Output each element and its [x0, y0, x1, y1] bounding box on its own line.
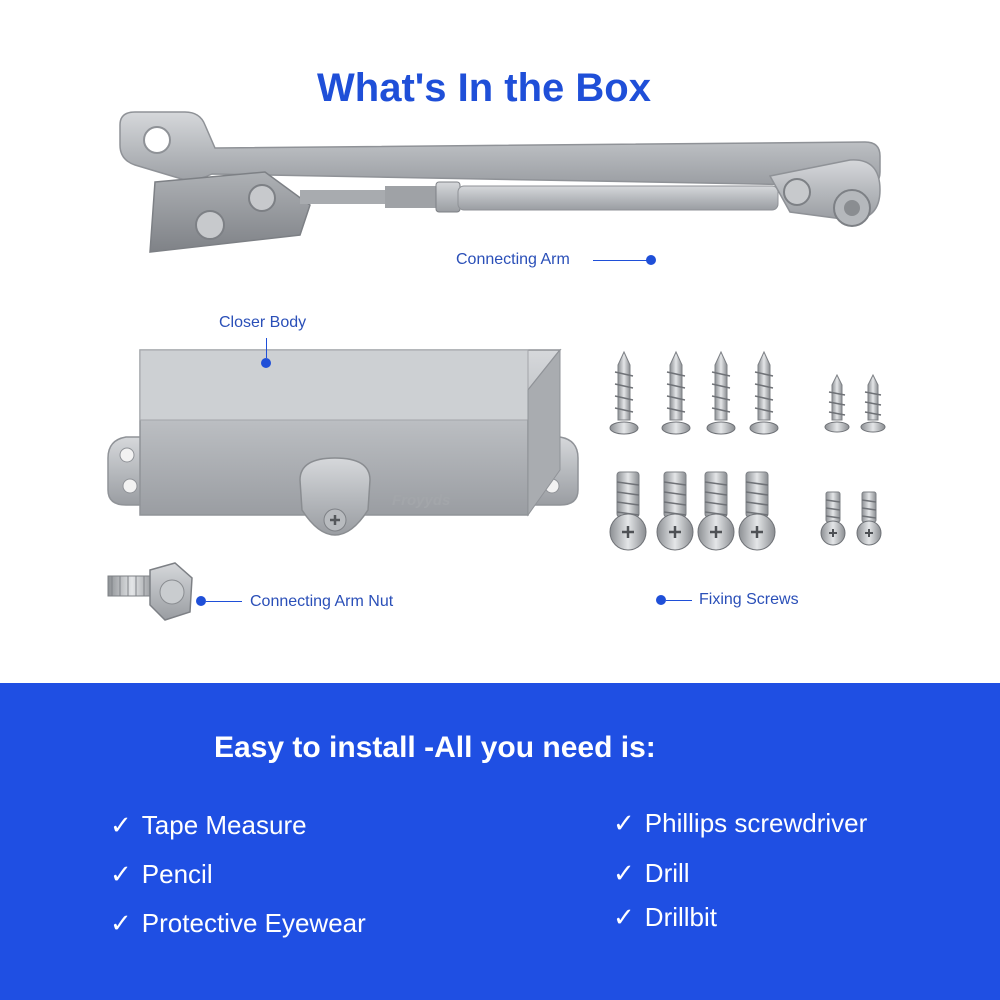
connecting-arm-nut-label: Connecting Arm Nut [250, 593, 394, 610]
check-icon: ✓ [613, 858, 635, 888]
fixing-screws-image [609, 350, 886, 552]
list-item: ✓ Phillips screwdriver [613, 808, 867, 839]
connecting-arm-nut-image [107, 562, 193, 621]
connecting-arm-nut-leader-line [206, 601, 242, 602]
product-illustration: Froyyds [107, 111, 886, 621]
check-icon: ✓ [613, 808, 635, 838]
closer-body-marker [261, 358, 271, 368]
connecting-arm-nut-marker [196, 596, 206, 606]
connecting-arm-leader-line [593, 260, 647, 261]
item-label: Drill [644, 858, 690, 888]
list-item: ✓ Drill [613, 858, 690, 889]
item-label: Protective Eyewear [141, 908, 366, 938]
closer-body-label: Closer Body [219, 314, 307, 331]
connecting-arm-image [119, 111, 881, 253]
check-icon: ✓ [110, 810, 132, 840]
fixing-screws-leader-line [666, 600, 692, 601]
closer-body-leader-line [266, 338, 267, 358]
fixing-screws-marker [656, 595, 666, 605]
install-title: Easy to install -All you need is: [214, 731, 656, 764]
brand-mark: Froyyds [392, 492, 450, 509]
check-icon: ✓ [110, 908, 132, 938]
list-item: ✓ Tape Measure [110, 810, 307, 841]
item-label: Phillips screwdriver [644, 808, 868, 838]
fixing-screws-label: Fixing Screws [699, 591, 799, 608]
connecting-arm-marker [646, 255, 656, 265]
list-item: ✓ Drillbit [613, 902, 717, 933]
check-icon: ✓ [613, 902, 635, 932]
item-label: Pencil [141, 859, 213, 889]
check-icon: ✓ [110, 859, 132, 889]
install-panel [0, 683, 1000, 1000]
closer-body-image: Froyyds [107, 348, 579, 536]
page-title: What's In the Box [317, 66, 651, 110]
list-item: ✓ Protective Eyewear [110, 908, 366, 939]
item-label: Drillbit [644, 902, 718, 932]
connecting-arm-label: Connecting Arm [456, 251, 570, 268]
list-item: ✓ Pencil [110, 859, 213, 890]
item-label: Tape Measure [141, 810, 307, 840]
